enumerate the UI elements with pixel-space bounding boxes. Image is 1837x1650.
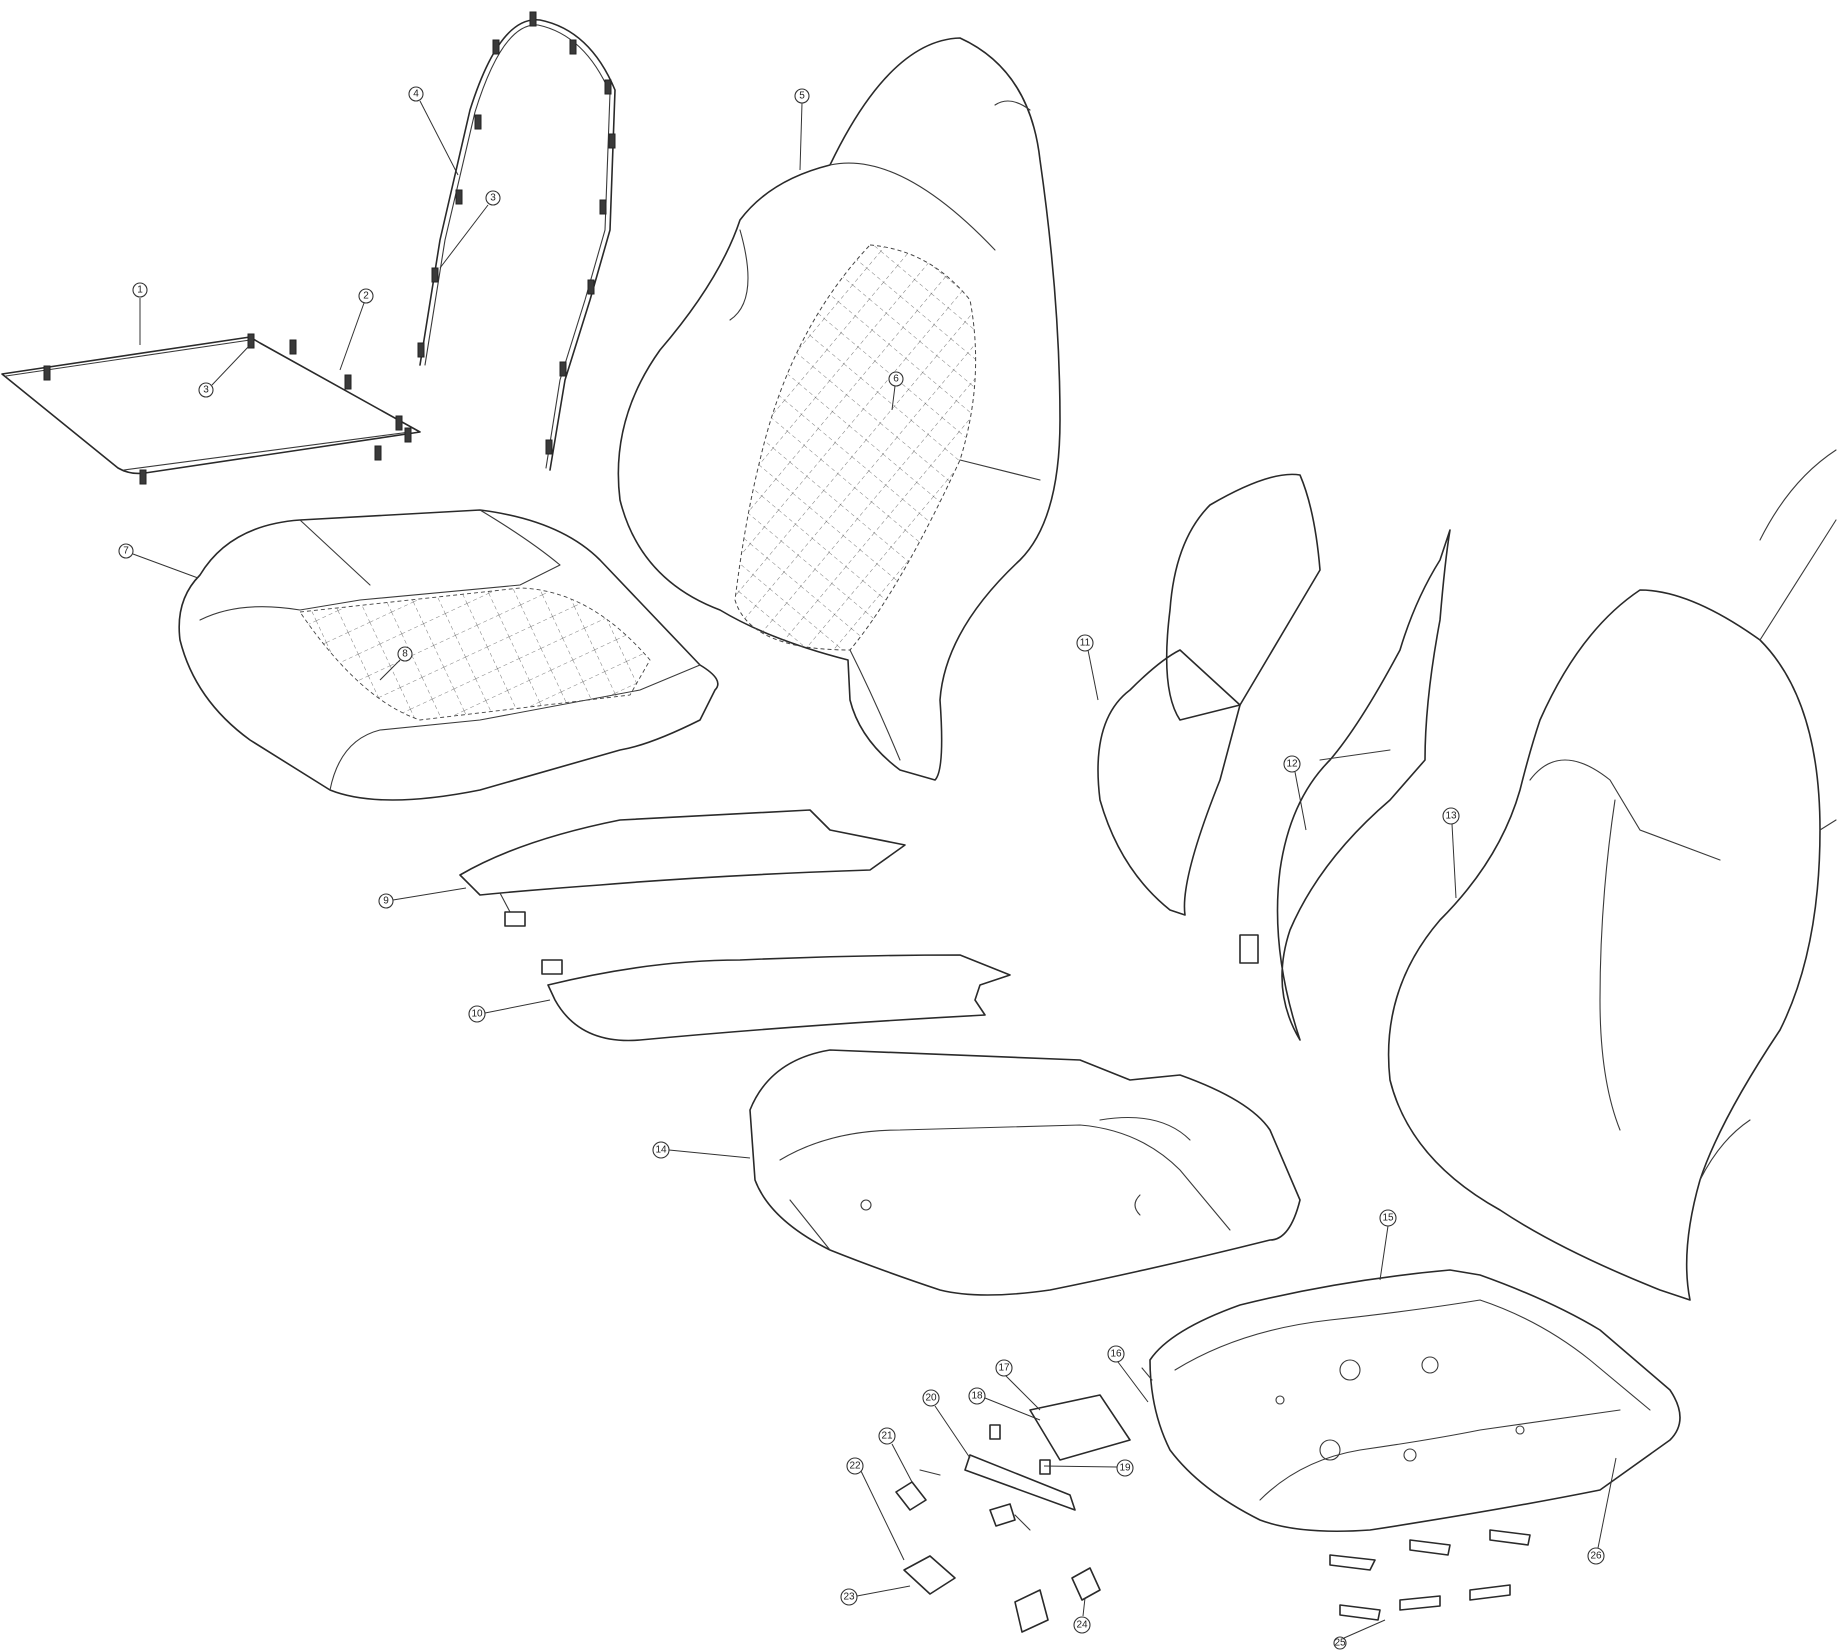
- callout-16-label: 16: [1110, 1349, 1122, 1360]
- callout-4: 4: [408, 86, 459, 176]
- callout-6-label: 6: [893, 374, 899, 385]
- callout-1-label: 1: [137, 285, 143, 296]
- callout-5-label: 5: [799, 91, 805, 102]
- seat-pan-frame: [1149, 1269, 1681, 1533]
- callout-5: 5: [794, 88, 810, 171]
- small-hardware: [895, 1367, 1531, 1633]
- callout-20-label: 20: [925, 1393, 937, 1404]
- callout-3a-label: 3: [203, 385, 209, 396]
- callout-20: 20: [922, 1389, 971, 1459]
- callout-17: 17: [995, 1359, 1041, 1411]
- callout-15: 15: [1379, 1209, 1397, 1281]
- callout-9: 9: [378, 887, 467, 909]
- callout-12-label: 12: [1286, 759, 1298, 770]
- seat-wire-frame: [1, 333, 421, 485]
- callout-6: 6: [888, 371, 904, 411]
- callout-4-label: 4: [413, 89, 419, 100]
- callout-9-label: 9: [383, 896, 389, 907]
- callout-19-label: 19: [1119, 1463, 1131, 1474]
- callouts: 1 2 3 3 4 5 6 7 8 9 10 11 12 13 14 15 16…: [118, 86, 1617, 1650]
- callout-3b: 3: [439, 190, 501, 269]
- callout-10-label: 10: [471, 1009, 483, 1020]
- callout-25: 25: [1333, 1619, 1386, 1650]
- seat-cushion-pad: [749, 1049, 1301, 1296]
- callout-18-label: 18: [971, 1391, 983, 1402]
- callout-14: 14: [652, 1141, 751, 1159]
- callout-8: 8: [379, 646, 413, 681]
- callout-11-label: 11: [1080, 638, 1091, 649]
- callout-21: 21: [878, 1427, 913, 1483]
- callout-13: 13: [1442, 807, 1460, 899]
- seatback-wire: [417, 11, 616, 471]
- callout-24: 24: [1073, 1597, 1091, 1634]
- callout-22: 22: [846, 1457, 905, 1561]
- callout-2: 2: [339, 288, 374, 371]
- callout-2-label: 2: [363, 291, 369, 302]
- seatback-frame: [1387, 449, 1837, 1301]
- seatback-cover: [617, 37, 1061, 781]
- callout-3b-label: 3: [490, 193, 496, 204]
- callout-26-label: 26: [1590, 1551, 1602, 1562]
- callout-3a: 3: [198, 344, 251, 398]
- callout-21-label: 21: [881, 1431, 893, 1442]
- callout-12: 12: [1283, 755, 1307, 831]
- callout-11: 11: [1076, 634, 1099, 701]
- callout-19: 19: [1043, 1459, 1134, 1477]
- heater-pads: [459, 809, 1011, 1042]
- callout-7: 7: [118, 543, 199, 579]
- callout-1: 1: [132, 282, 148, 345]
- callout-8-label: 8: [402, 649, 408, 660]
- callout-13-label: 13: [1445, 811, 1457, 822]
- callout-25-label: 25: [1334, 1638, 1346, 1649]
- callout-18: 18: [968, 1387, 1041, 1421]
- callout-22-label: 22: [849, 1461, 861, 1472]
- callout-17-label: 17: [998, 1363, 1010, 1374]
- callout-23: 23: [840, 1585, 911, 1606]
- callout-15-label: 15: [1382, 1213, 1394, 1224]
- callout-16: 16: [1107, 1345, 1149, 1403]
- callout-7-label: 7: [123, 546, 129, 557]
- seat-cushion-cover: [178, 509, 719, 801]
- callout-23-label: 23: [843, 1592, 855, 1603]
- callout-24-label: 24: [1076, 1620, 1088, 1631]
- callout-10: 10: [468, 999, 551, 1023]
- callout-14-label: 14: [655, 1145, 667, 1156]
- callout-26: 26: [1587, 1457, 1617, 1565]
- side-bolsters: [1097, 473, 1451, 1041]
